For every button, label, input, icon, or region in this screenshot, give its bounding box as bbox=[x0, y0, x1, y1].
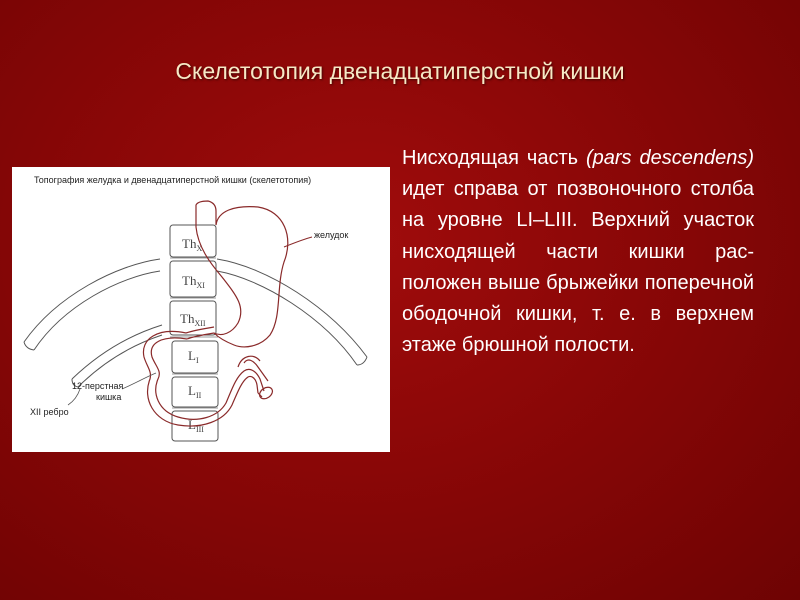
vertebra-label-th10: ThX bbox=[182, 236, 202, 253]
stomach-outline bbox=[185, 200, 289, 348]
vertebral-column bbox=[169, 224, 219, 442]
rib-pointer bbox=[67, 388, 81, 406]
rib-label: XII ребро bbox=[30, 407, 69, 417]
duodenum-pointer bbox=[121, 372, 157, 390]
left-rib bbox=[23, 258, 161, 351]
vertebra-label-th12: ThXII bbox=[180, 311, 206, 328]
stomach-label: желудок bbox=[314, 230, 348, 240]
stomach-pointer bbox=[283, 236, 313, 248]
anatomy-diagram: Топография желудка и двенадцатиперстной … bbox=[23, 175, 368, 442]
duodenum-outline bbox=[142, 330, 274, 427]
duodenum-label-line2: кишка bbox=[96, 392, 121, 402]
vertebra-label-l3: LIII bbox=[188, 417, 204, 434]
xii-rib bbox=[71, 324, 163, 388]
slide-title: Скелетотопия двенадцатиперстной кишки bbox=[175, 58, 625, 84]
right-rib bbox=[216, 258, 368, 366]
body-text-suffix: идет справа от позвоночного столба на ур… bbox=[402, 178, 754, 357]
body-text: Нисходящая часть (pars descendens) идет … bbox=[402, 143, 754, 361]
vertebra-label-l2: LII bbox=[188, 383, 202, 400]
figure-caption: Топография желудка и двенадцатиперстной … bbox=[34, 175, 311, 185]
duodenum-label-line1: 12-перстная bbox=[72, 381, 123, 391]
anatomy-figure: Топография желудка и двенадцатиперстной … bbox=[12, 167, 390, 452]
vertebra-label-th11: ThXI bbox=[182, 273, 205, 290]
body-text-prefix: Нисходящая часть bbox=[402, 147, 586, 169]
body-text-latin-term: (pars descendens) bbox=[585, 147, 754, 169]
vertebra-label-l1: LI bbox=[188, 348, 199, 365]
